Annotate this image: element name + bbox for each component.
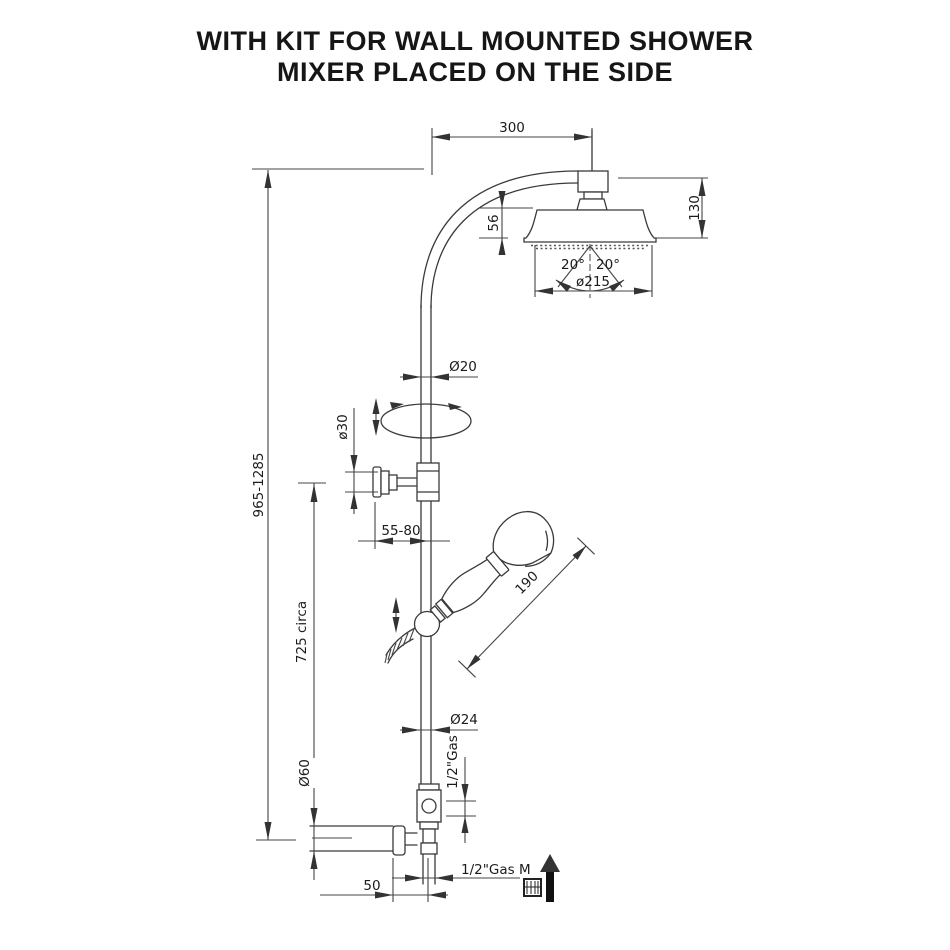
dim-label-215: ø215 xyxy=(576,274,610,290)
wall-outlet-flange xyxy=(392,825,406,856)
dim-label-20: Ø20 xyxy=(449,359,477,375)
dim-outlet-thread: 1/2"Gas M xyxy=(392,862,531,882)
dim-label-130: 130 xyxy=(687,195,703,221)
flow-direction-arrow xyxy=(540,854,560,902)
dim-head-depth-56: 56 xyxy=(479,191,533,255)
dim-label-angle-left: 20° xyxy=(561,257,585,273)
dim-wall-clearance-55-80: 55-80 xyxy=(358,502,450,549)
dim-bracket-diameter-30: ø30 xyxy=(335,408,378,514)
wall-bracket xyxy=(372,462,440,502)
dim-pipe-lower-24: Ø24 xyxy=(400,712,478,734)
dim-top-offset-300: 300 xyxy=(431,120,593,175)
diverter-valve xyxy=(309,783,442,885)
dim-label-half-gas: 1/2"Gas xyxy=(445,735,461,789)
handshower-holder-ball xyxy=(413,610,441,638)
dim-label-965-1285: 965-1285 xyxy=(251,453,267,518)
dim-label-50: 50 xyxy=(363,878,380,894)
hand-shower xyxy=(429,510,555,623)
dim-label-half-gas-m: 1/2"Gas M xyxy=(461,862,531,878)
rotation-indicator xyxy=(380,402,472,439)
dim-label-angle-right: 20° xyxy=(596,257,620,273)
dim-label-725-circa: 725 circa xyxy=(294,601,310,663)
dim-handshower-height-725: 725 circa xyxy=(294,482,326,880)
handshower-head xyxy=(492,510,555,566)
title-line-1: WITH KIT FOR WALL MOUNTED SHOWER xyxy=(196,26,754,56)
dim-label-55-80: 55-80 xyxy=(381,523,420,539)
dim-label-190: 190 xyxy=(512,568,542,598)
dim-wall-pipe-diameter-60: Ø60 xyxy=(297,759,318,869)
dim-label-24: Ø24 xyxy=(450,712,478,728)
up-down-arrow-lower xyxy=(392,597,400,633)
dim-pipe-upper-20: Ø20 xyxy=(400,359,478,381)
dim-label-30: ø30 xyxy=(335,414,351,439)
shower-column-pipe xyxy=(420,170,579,787)
dim-label-300: 300 xyxy=(499,120,525,136)
overhead-shower-head xyxy=(523,129,657,250)
up-down-arrow-upper xyxy=(372,398,380,436)
dim-label-60: Ø60 xyxy=(297,759,313,787)
dim-label-56: 56 xyxy=(486,214,502,231)
dim-spray-angles: 20° 20° xyxy=(555,244,625,298)
dim-column-height-965-1285: 965-1285 xyxy=(251,168,424,841)
title-line-2: MIXER PLACED ON THE SIDE xyxy=(276,57,674,87)
dim-outlet-offset-50: 50 xyxy=(320,858,448,902)
hatch-symbol xyxy=(523,878,542,897)
page-title: WITH KIT FOR WALL MOUNTED SHOWER MIXER P… xyxy=(0,26,950,88)
dim-inlet-thread: 1/2"Gas xyxy=(445,735,476,843)
shower-hose xyxy=(384,625,420,664)
dim-head-height-130: 130 xyxy=(618,177,708,239)
dim-head-diameter-215: ø215 xyxy=(534,245,653,297)
